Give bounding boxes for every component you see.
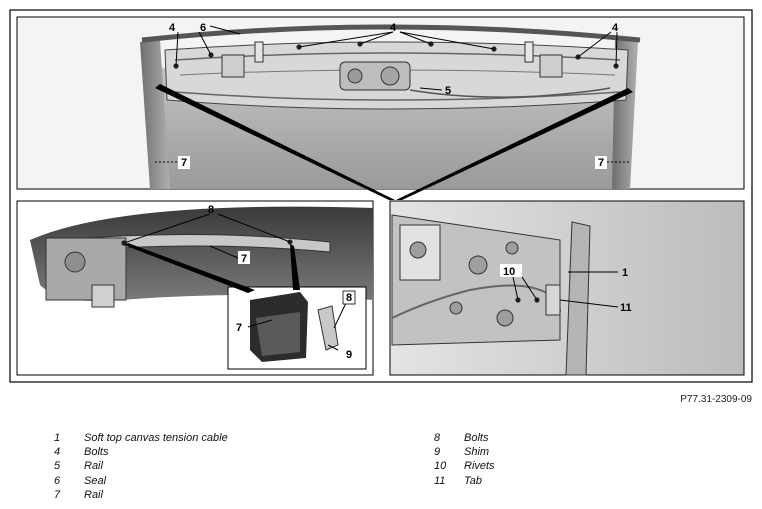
bottom-right-panel: 10 1 11	[389, 200, 745, 376]
callout-10: 10	[503, 266, 515, 278]
zoom-wedge-right	[396, 88, 633, 200]
callout-4-center: 4	[390, 22, 397, 34]
callout-1: 1	[622, 267, 628, 279]
callout-8-left: 8	[208, 204, 214, 216]
callout-6: 6	[200, 22, 206, 34]
callout-11: 11	[620, 302, 632, 314]
callout-9: 9	[346, 349, 352, 361]
callout-4-left: 4	[169, 22, 176, 34]
technical-diagram: 4 6 4 4 5 7 7	[9, 9, 753, 383]
callout-7-panel: 7	[241, 253, 247, 265]
callout-5: 5	[445, 85, 451, 97]
callout-8-inset: 8	[346, 292, 352, 304]
callout-7-inset: 7	[236, 322, 242, 334]
callout-7-right: 7	[598, 157, 604, 169]
bottom-left-panel: 8 7 7 8 9	[16, 200, 374, 376]
top-panel: 4 6 4 4 5 7 7	[16, 16, 745, 190]
reference-code: P77.31-2309-09	[680, 394, 752, 405]
zoom-wedge-left	[155, 84, 395, 200]
callout-4-right: 4	[612, 22, 619, 34]
callout-7-left: 7	[181, 157, 187, 169]
